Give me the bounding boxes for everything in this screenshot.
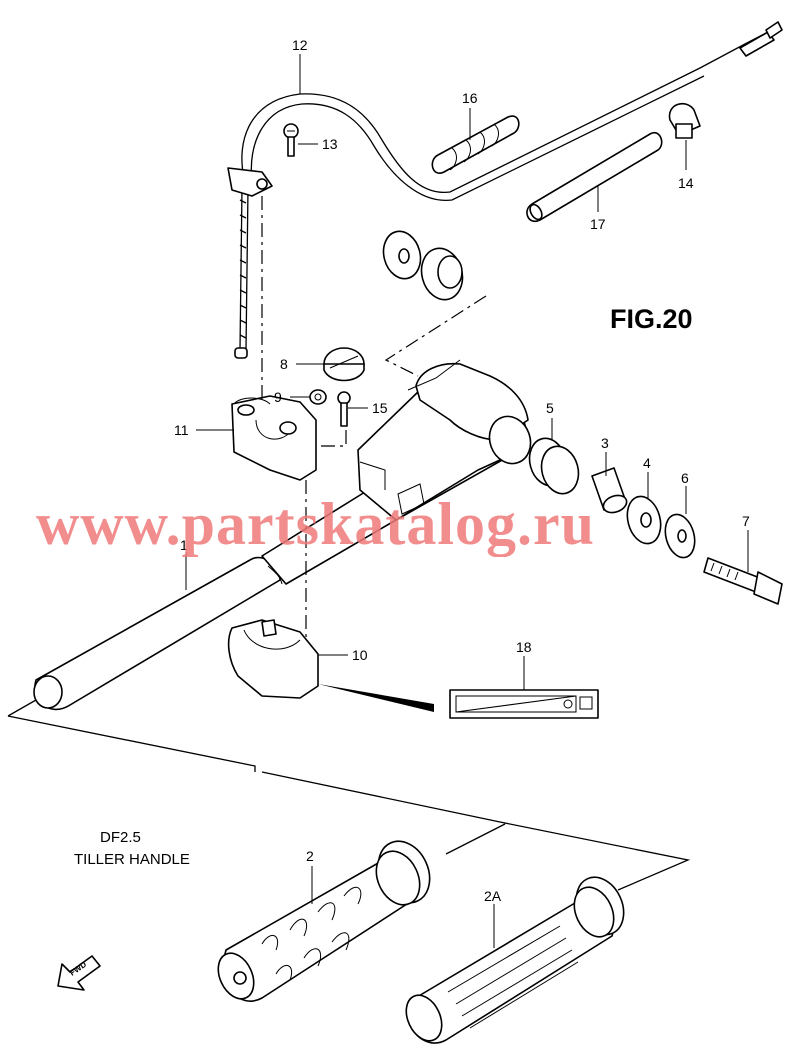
grip-2a — [405, 876, 625, 1044]
callout-10: 10 — [352, 647, 368, 663]
callout-18: 18 — [516, 639, 532, 655]
callout-17: 17 — [590, 216, 606, 232]
tiller-handle-1 — [33, 359, 532, 711]
callout-12: 12 — [292, 37, 308, 53]
callout-15: 15 — [372, 400, 388, 416]
caption-model: DF2.5 — [100, 829, 141, 846]
washer-top — [382, 230, 422, 280]
bolt-7 — [703, 557, 783, 605]
leader-lines — [185, 54, 749, 948]
frame-line-right — [261, 771, 691, 891]
figure-title: FIG.20 — [610, 304, 693, 334]
frame-line-inner — [445, 823, 506, 855]
screw-15 — [337, 391, 351, 427]
knob-8 — [323, 347, 365, 382]
callout-7: 7 — [742, 513, 750, 529]
callout-4: 4 — [643, 455, 651, 471]
callout-1: 1 — [180, 537, 188, 553]
watermark: www.partskatalog.ru — [36, 491, 595, 557]
collar-3 — [591, 467, 628, 514]
frame-line-left — [7, 715, 256, 772]
caption-name: TILLER HANDLE — [74, 851, 190, 868]
callout-3: 3 — [601, 435, 609, 451]
callout-11: 11 — [174, 422, 189, 438]
washer-4 — [626, 495, 662, 545]
callout-9: 9 — [274, 389, 282, 405]
callout-6: 6 — [681, 470, 689, 486]
assembly-line-top — [384, 295, 487, 377]
bushing-top — [420, 247, 464, 301]
callout-13: 13 — [322, 136, 338, 152]
holder-11 — [231, 395, 317, 481]
callout-14: 14 — [678, 175, 694, 191]
callout-8: 8 — [280, 356, 288, 372]
assembly-line-15 — [296, 430, 347, 447]
fwd-arrow-icon: FWD — [57, 955, 101, 991]
grommet-16 — [431, 115, 520, 174]
decal-18 — [318, 684, 599, 719]
screw-13 — [283, 123, 299, 157]
nut-9 — [309, 389, 327, 405]
callout-16: 16 — [462, 90, 478, 106]
tube-17 — [526, 131, 663, 223]
callout-5: 5 — [546, 400, 554, 416]
frame-line-top — [7, 699, 37, 717]
bushing-5 — [528, 437, 580, 495]
callout-2: 2 — [306, 848, 314, 864]
washer-6 — [664, 513, 696, 559]
grip-2 — [217, 840, 431, 1002]
clamp-14 — [668, 102, 701, 139]
holder-10 — [227, 619, 319, 699]
callout-2a: 2A — [484, 888, 502, 904]
throttle-cable — [227, 21, 783, 359]
